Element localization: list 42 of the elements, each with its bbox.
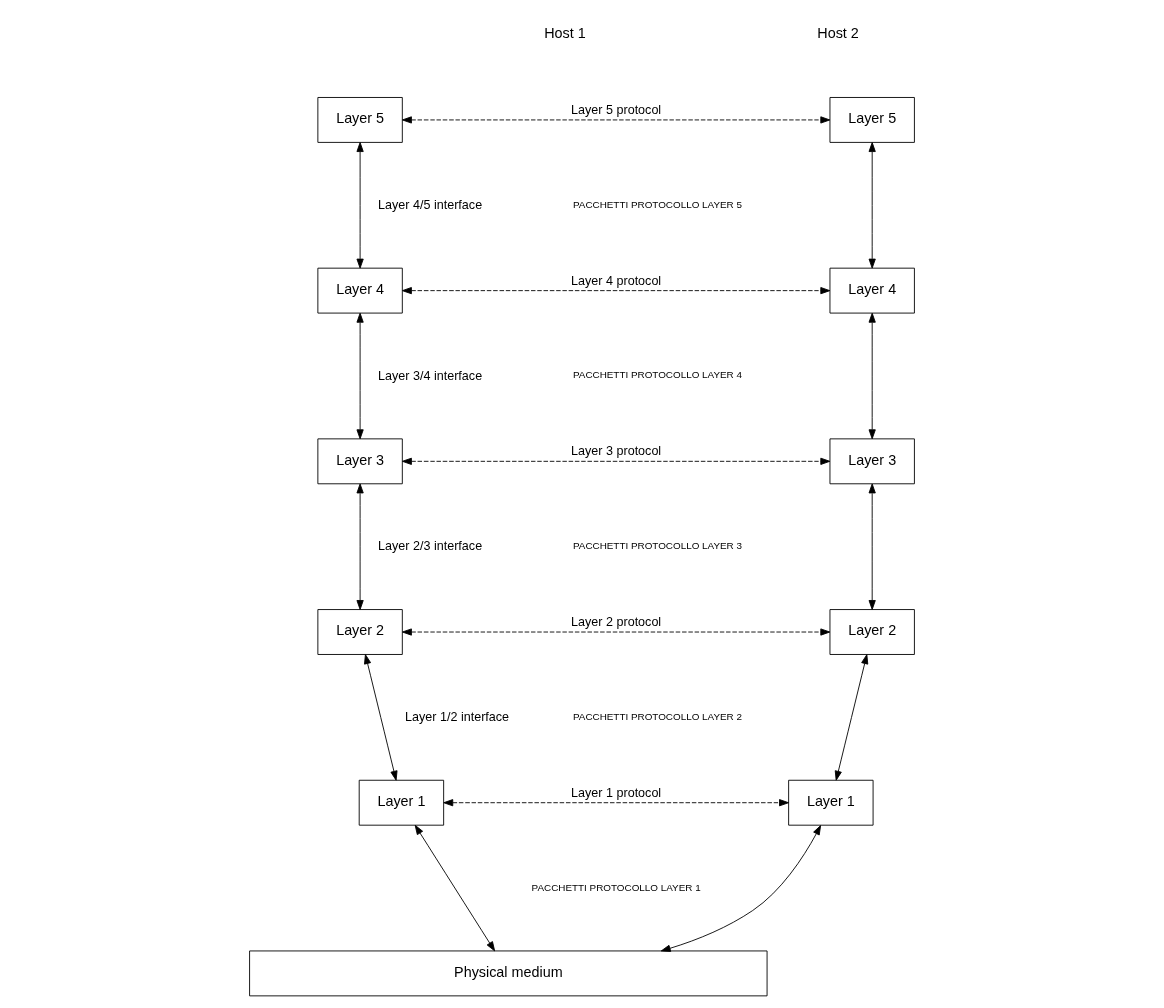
label: PACCHETTI PROTOCOLLO LAYER 1: [531, 881, 701, 893]
node-box: Layer 5: [317, 97, 403, 143]
arrow: [402, 287, 831, 295]
edge-label: Layer 1/2 interface: [405, 710, 510, 725]
node-box: Layer 2: [829, 609, 915, 655]
label: PACCHETTI PROTOCOLLO LAYER 5: [572, 198, 742, 210]
arrow: [414, 824, 496, 952]
node-box: Layer 1: [358, 779, 445, 826]
edge-label: Layer 4 protocol: [571, 273, 662, 288]
edge-label: Layer 2/3 interface: [378, 539, 483, 554]
node-box: Layer 5: [829, 97, 915, 143]
edge-label: Layer 1 protocol: [571, 785, 662, 800]
arrow: [402, 457, 831, 465]
node-box: Layer 4: [829, 267, 915, 314]
node-box: Layer 2: [317, 609, 403, 655]
node-box: Layer 3: [317, 438, 403, 485]
arrow: [402, 116, 831, 124]
edge-label: Layer 4/5 interface: [378, 198, 483, 213]
node-box: Layer 4: [317, 267, 403, 314]
arrow: [356, 483, 364, 610]
arrow: [868, 483, 876, 610]
label: PACCHETTI PROTOCOLLO LAYER 4: [572, 369, 742, 381]
label: PACCHETTI PROTOCOLLO LAYER 3: [572, 540, 742, 552]
arrow: [868, 312, 876, 440]
arrow: [660, 825, 822, 952]
node-box: Layer 3: [829, 438, 915, 485]
label: PACCHETTI PROTOCOLLO LAYER 2: [572, 710, 742, 722]
label: Host 1: [544, 25, 586, 41]
node-box: Layer 1: [788, 779, 874, 826]
arrow: [443, 799, 789, 807]
arrow: [868, 142, 876, 269]
arrow: [364, 654, 398, 781]
edge-label: Layer 3/4 interface: [378, 368, 483, 383]
edge-label: Layer 3 protocol: [571, 444, 662, 459]
edge-label: Layer 2 protocol: [571, 614, 662, 629]
node-box: Physical medium: [249, 950, 768, 997]
arrow: [402, 628, 831, 636]
arrow: [356, 312, 364, 440]
edge-label: Layer 5 protocol: [571, 102, 662, 117]
label: Host 2: [817, 25, 859, 41]
arrow: [834, 654, 869, 781]
arrow: [356, 142, 364, 269]
